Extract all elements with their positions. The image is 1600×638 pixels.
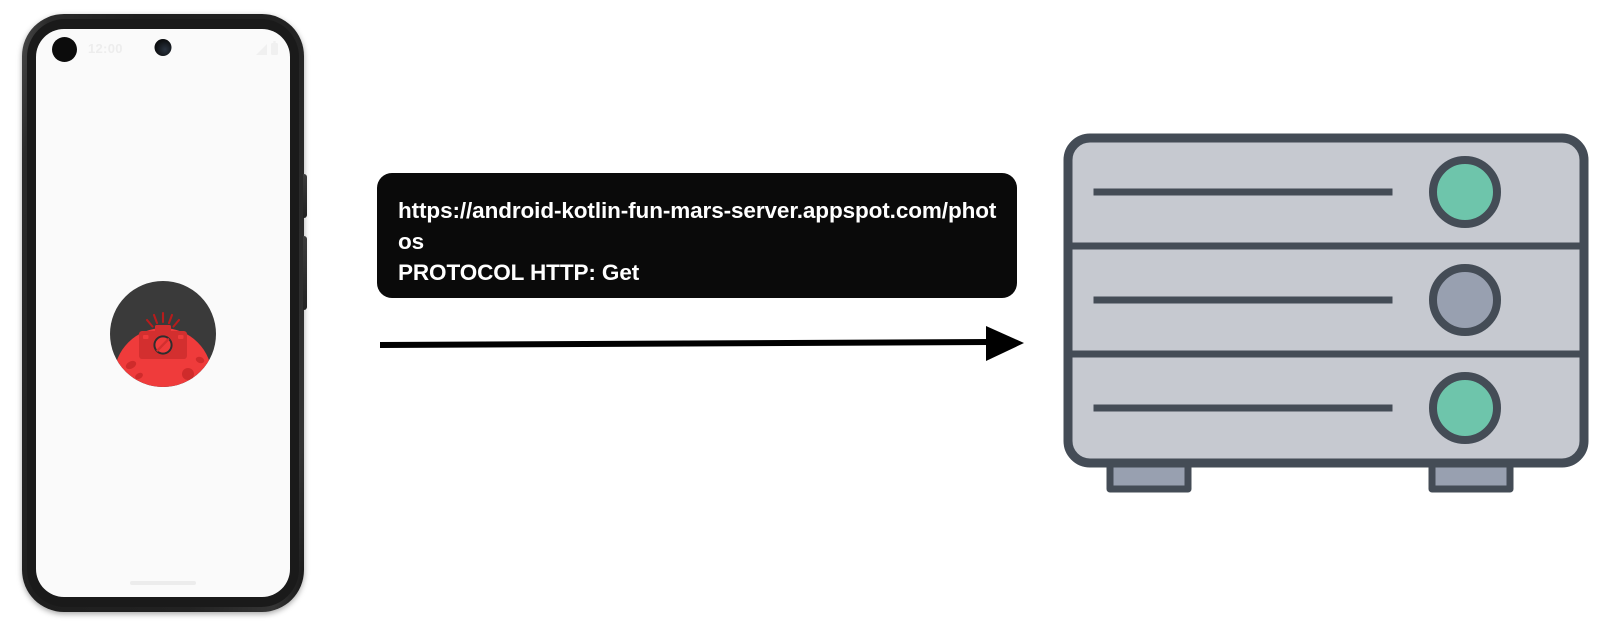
phone-screen: 12:00	[36, 29, 290, 597]
status-bar-icons	[256, 41, 278, 55]
crater-2	[135, 372, 143, 380]
request-arrow	[378, 318, 1028, 363]
crater-1	[125, 360, 137, 370]
arrow-head	[986, 326, 1024, 361]
rack-unit-2	[1093, 264, 1501, 336]
rack-unit-1	[1093, 156, 1501, 228]
web-server-illustration	[1062, 132, 1590, 500]
unit-1-led-icon	[1429, 156, 1501, 228]
request-protocol-text: PROTOCOL HTTP: Get	[398, 260, 640, 285]
mars-photos-glyph	[114, 311, 212, 387]
app-icon-background	[110, 281, 216, 387]
request-arrow-svg	[379, 326, 1024, 361]
power-button[interactable]	[303, 174, 307, 218]
front-camera-icon	[154, 39, 172, 56]
http-request-tooltip: https://android-kotlin-fun-mars-server.a…	[377, 173, 1017, 298]
server-svg	[1063, 133, 1589, 493]
status-bar-time: 12:00	[88, 41, 123, 56]
camera-glyph	[139, 325, 187, 359]
request-url-text: https://android-kotlin-fun-mars-server.a…	[398, 198, 997, 254]
unit-3-led-icon	[1429, 372, 1501, 444]
camera-flash-rays	[145, 311, 181, 328]
rack-unit-3	[1093, 372, 1501, 444]
mars-photos-app-icon[interactable]	[110, 281, 216, 387]
gesture-nav-bar[interactable]	[130, 581, 196, 585]
mars-planet-shape	[114, 328, 212, 387]
crater-4	[195, 356, 205, 364]
battery-icon	[271, 41, 278, 55]
android-phone-mockup: 12:00	[22, 14, 307, 612]
notification-dot-icon	[52, 37, 77, 62]
status-bar: 12:00	[36, 29, 290, 69]
unit-2-led-icon	[1429, 264, 1501, 336]
volume-rocker[interactable]	[303, 236, 307, 310]
crater-3	[182, 368, 194, 380]
signal-icon	[256, 44, 267, 55]
